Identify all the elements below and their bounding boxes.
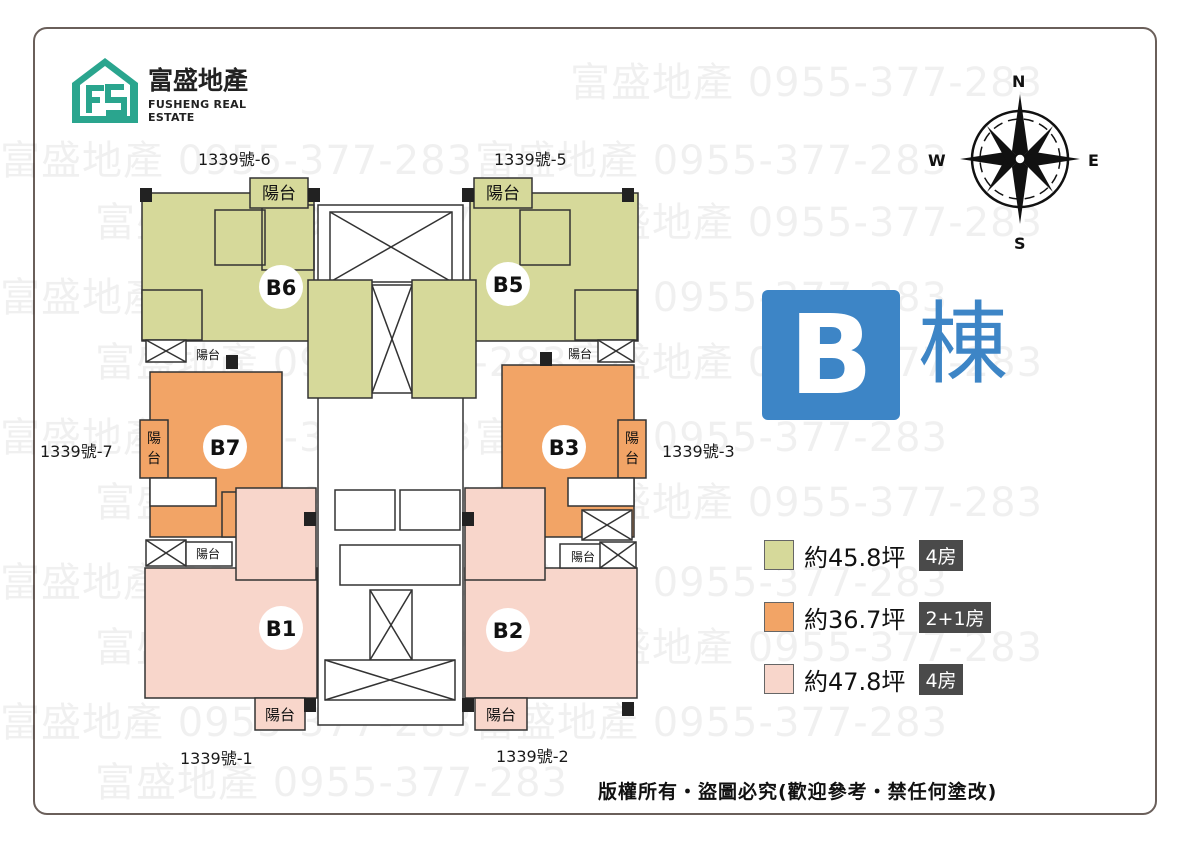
column [462,188,474,202]
balcony-b2 [474,697,528,731]
legend-size: 約36.7坪 [804,605,906,634]
compass-rose: N S W E [920,72,1110,262]
address-label-5: 1339號-5 [494,150,567,169]
copyright-notice: 版權所有・盜圖必究(歡迎參考・禁任何塗改) [598,781,998,803]
balcony-label: 陽台 [196,546,220,561]
brand-name: 富盛地產 [148,66,249,95]
legend-rooms: 4房 [919,663,963,695]
unit-label-b1: B1 [266,617,297,641]
unit-label-b3: B3 [549,436,580,460]
legend-swatch [764,540,794,570]
legend-item: 約36.7坪 2+1房 [764,600,991,634]
balcony-label: 陽 [625,431,639,447]
column [308,188,320,202]
unit-label-b7: B7 [210,436,241,460]
balcony-b1 [254,697,306,731]
balcony-b3 [617,419,647,479]
column [140,188,152,202]
unit-label-disc [259,265,303,309]
unit-label-disc [542,425,586,469]
building-suffix: 棟 [918,292,1008,397]
column [622,702,634,716]
column [462,512,474,526]
unit-label-disc [486,262,530,306]
building-letter-badge: B [762,290,900,420]
balcony-label: 陽台 [265,706,295,724]
balcony-b7 [139,419,169,479]
legend-rooms: 4房 [919,539,963,571]
unit-label-b6: B6 [266,276,297,300]
column [304,512,316,526]
column [304,698,316,712]
address-label-6: 1339號-6 [198,150,271,169]
compass-icon [960,94,1080,224]
compass-west: W [928,151,946,170]
legend-item: 約47.8坪 4房 [764,662,963,696]
compass-east: E [1088,151,1099,170]
balcony-label: 陽台 [262,184,296,204]
address-label-3: 1339號-3 [662,442,735,461]
unit-label-b5: B5 [493,273,524,297]
column [540,352,552,366]
unit-label-disc [259,606,303,650]
address-label-2: 1339號-2 [496,747,569,766]
compass-south: S [1014,234,1026,253]
balcony-label: 台 [147,451,161,467]
brand-subtitle: FUSHENG REAL ESTATE [148,98,247,124]
balcony-label: 陽台 [486,184,520,204]
brand-logo: 富盛地產 FUSHENG REAL ESTATE [70,55,290,125]
column [226,355,238,369]
stairwell [399,489,461,531]
unit-label-disc [486,608,530,652]
building-letter: B [789,291,873,419]
fusheng-logo-icon [72,58,138,123]
legend-item: 約45.8坪 4房 [764,538,963,572]
compass-north: N [1012,72,1026,91]
balcony-label: 陽 [147,431,161,447]
balcony-label: 陽台 [571,549,595,564]
legend-swatch [764,664,794,694]
legend-rooms: 2+1房 [919,601,991,633]
balcony-label: 陽台 [486,706,516,724]
legend-size: 約45.8坪 [804,543,906,572]
balcony-label: 陽台 [568,346,592,361]
column [462,698,474,712]
column [622,188,634,202]
balcony-label: 台 [625,451,639,467]
unit-label-b2: B2 [493,619,524,643]
stairwell [334,489,396,531]
balcony-label: 陽台 [196,347,220,362]
address-label-7: 1339號-7 [40,442,113,461]
unit-label-disc [203,425,247,469]
legend-size: 約47.8坪 [804,667,906,696]
address-label-1: 1339號-1 [180,749,253,768]
legend-swatch [764,602,794,632]
